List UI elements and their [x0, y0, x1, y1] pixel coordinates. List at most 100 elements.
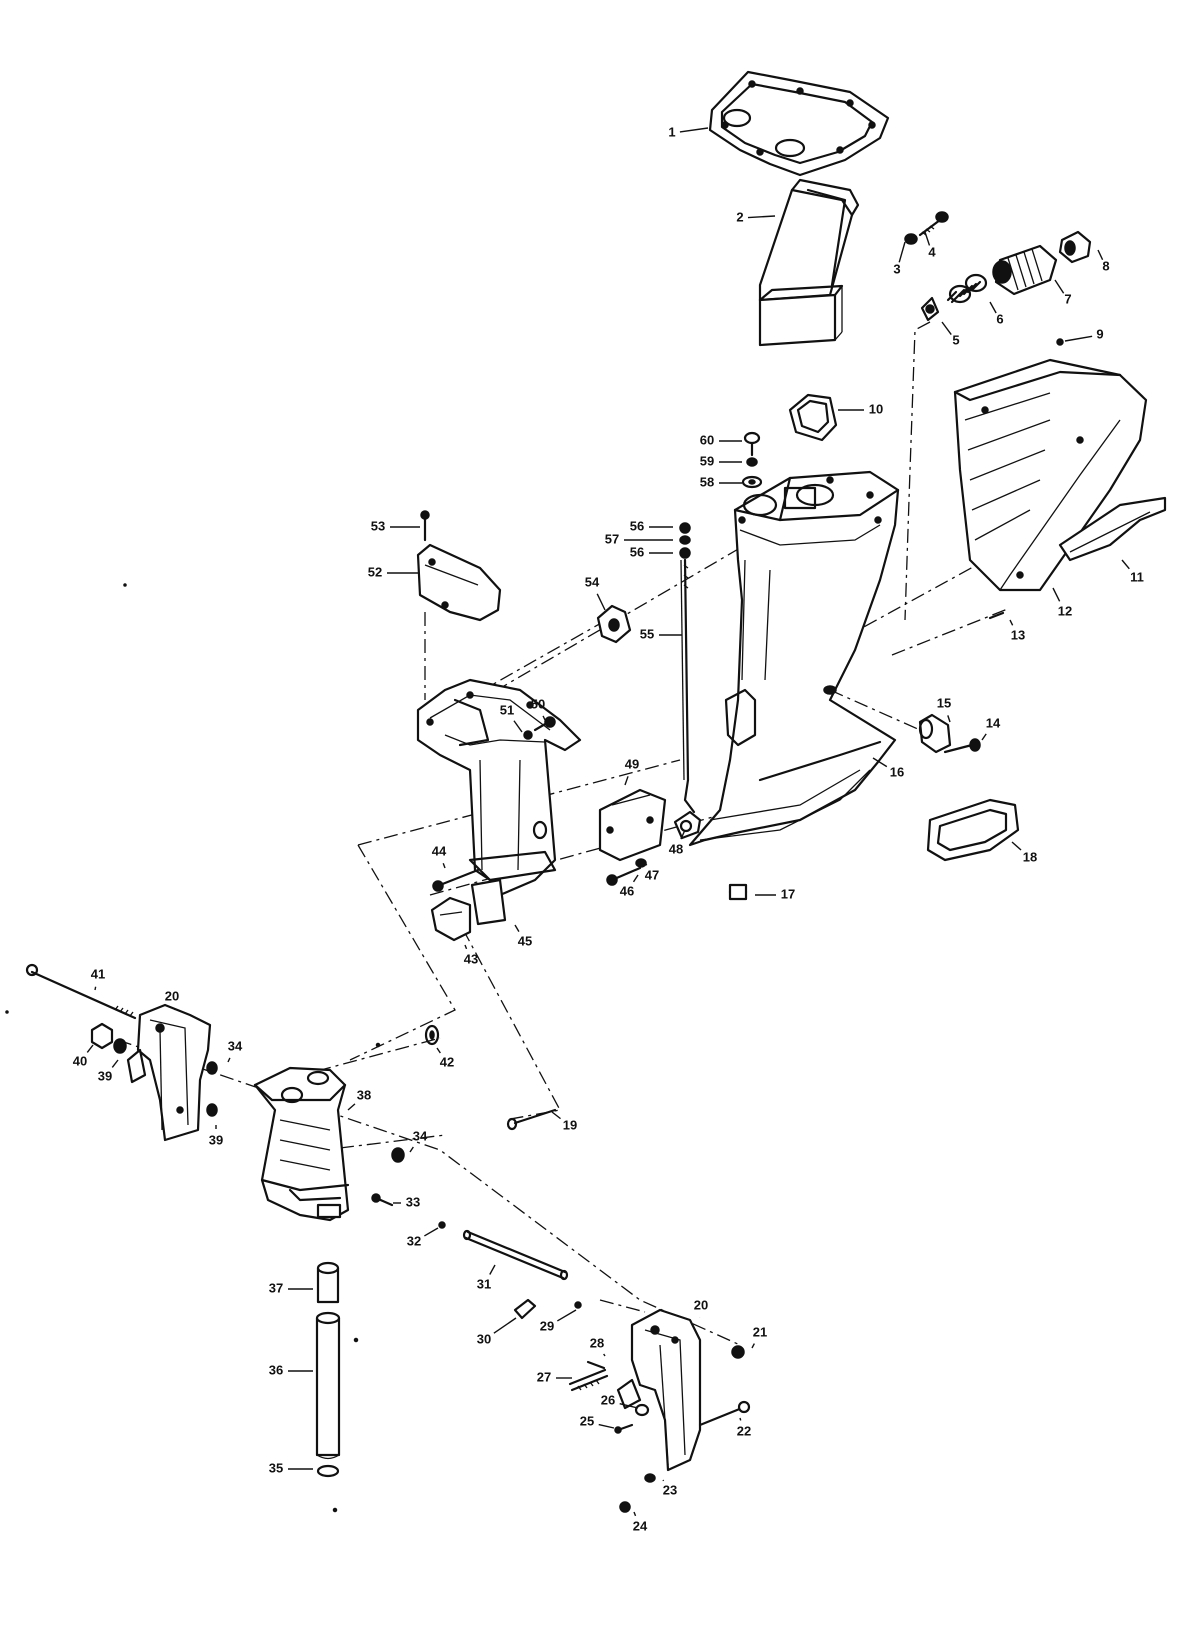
- part-34-nut-left: [206, 1061, 218, 1075]
- callout-46: 46: [620, 874, 639, 898]
- callout-number: 29: [540, 1318, 554, 1333]
- callout-number: 28: [590, 1335, 604, 1350]
- part-33-grease-fitting: [371, 1193, 394, 1207]
- callout-34: 34: [409, 1128, 428, 1153]
- callout-38: 38: [347, 1087, 371, 1111]
- part-11-cover-strip: [1058, 496, 1167, 562]
- callout-5: 5: [941, 321, 960, 347]
- callout-54: 54: [585, 574, 606, 611]
- part-4-screw: [918, 211, 949, 237]
- part-60-screw: [743, 431, 761, 457]
- callout-35: 35: [269, 1460, 313, 1475]
- part-16-driveshaft-housing: [688, 470, 900, 847]
- callout-20: 20: [694, 1297, 708, 1319]
- leader-line: [679, 127, 709, 133]
- leader-line: [1121, 559, 1130, 570]
- part-1-gasket: [708, 70, 890, 177]
- callout-number: 53: [371, 518, 385, 533]
- callout-11: 11: [1121, 559, 1144, 584]
- part-55-shift-rod: [680, 558, 696, 814]
- callout-37: 37: [269, 1280, 313, 1295]
- callout-23: 23: [662, 1479, 677, 1497]
- part-45-adapter-housing: [416, 678, 582, 926]
- leader-line: [632, 874, 639, 883]
- callout-number: 41: [91, 966, 105, 981]
- callout-59: 59: [700, 453, 742, 468]
- callout-number: 56: [630, 518, 644, 533]
- callout-number: 37: [269, 1280, 283, 1295]
- leader-line: [1097, 249, 1104, 261]
- part-9-pin: [1056, 338, 1064, 346]
- leader-line: [442, 862, 446, 869]
- callout-number: 39: [98, 1068, 112, 1083]
- callout-6: 6: [989, 301, 1004, 326]
- callout-number: 20: [165, 988, 179, 1003]
- part-50-screw: [533, 716, 556, 732]
- part-20-clamp-bracket-right: [616, 1308, 702, 1472]
- part-59-washer: [746, 457, 758, 467]
- callout-number: 42: [440, 1054, 454, 1069]
- callout-number: 59: [700, 453, 714, 468]
- callout-34: 34: [227, 1038, 243, 1063]
- callout-number: 32: [407, 1233, 421, 1248]
- callout-40: 40: [73, 1044, 94, 1068]
- callout-number: 8: [1102, 258, 1109, 273]
- callout-13: 13: [1009, 619, 1025, 642]
- leader-line: [556, 1309, 577, 1322]
- part-25-screw: [614, 1423, 634, 1434]
- callout-number: 18: [1023, 849, 1037, 864]
- callout-12: 12: [1052, 587, 1072, 618]
- part-23-washer: [644, 1473, 656, 1483]
- part-3-washer: [904, 233, 918, 245]
- callout-number: 57: [605, 531, 619, 546]
- callout-number: 39: [209, 1132, 223, 1147]
- callout-17: 17: [755, 886, 795, 901]
- part-39-nut-left: [113, 1038, 127, 1054]
- callout-31: 31: [477, 1264, 496, 1291]
- leader-line: [347, 1103, 356, 1111]
- part-24-nut: [619, 1501, 631, 1513]
- part-5-plate: [920, 296, 940, 322]
- callout-10: 10: [838, 401, 883, 416]
- callout-number: 60: [700, 432, 714, 447]
- callout-number: 16: [890, 764, 904, 779]
- callout-8: 8: [1097, 249, 1110, 273]
- callout-52: 52: [368, 564, 418, 579]
- callout-58: 58: [700, 474, 742, 489]
- callout-45: 45: [514, 924, 532, 948]
- callout-28: 28: [590, 1335, 606, 1357]
- part-49-plate: [598, 788, 667, 862]
- leader-line: [644, 861, 648, 866]
- callout-number: 1: [668, 124, 675, 139]
- callout-20: 20: [165, 988, 179, 1011]
- leader-line: [603, 1353, 606, 1357]
- callout-number: 45: [518, 933, 532, 948]
- part-51-washer: [523, 730, 533, 740]
- callout-53: 53: [371, 518, 420, 533]
- callout-39: 39: [98, 1059, 119, 1083]
- leader-line: [898, 241, 906, 263]
- part-44-screw: [432, 868, 480, 892]
- callout-number: 24: [633, 1518, 648, 1533]
- part-2-exhaust-tube: [758, 178, 860, 347]
- callout-labels: 1234567891011121314151617181920202122232…: [73, 124, 1144, 1533]
- part-47-washer: [635, 858, 647, 868]
- part-41-long-bolt: [25, 963, 137, 1020]
- part-58-washer: [741, 475, 763, 489]
- callout-number: 43: [464, 951, 478, 966]
- leader-line: [598, 1423, 615, 1429]
- callout-number: 20: [694, 1297, 708, 1312]
- part-20-clamp-bracket-left: [126, 1003, 212, 1142]
- leader-line: [424, 1227, 439, 1237]
- callout-number: 23: [663, 1482, 677, 1497]
- callout-number: 12: [1058, 603, 1072, 618]
- part-18-seal-ring: [926, 798, 1020, 862]
- callout-number: 19: [563, 1117, 577, 1132]
- part-37-bushing: [316, 1261, 340, 1304]
- callout-36: 36: [269, 1362, 313, 1377]
- callout-26: 26: [601, 1392, 639, 1409]
- callout-49: 49: [624, 756, 639, 786]
- leader-line: [1064, 335, 1093, 342]
- leader-line: [489, 1264, 496, 1275]
- leader-line: [1009, 619, 1014, 626]
